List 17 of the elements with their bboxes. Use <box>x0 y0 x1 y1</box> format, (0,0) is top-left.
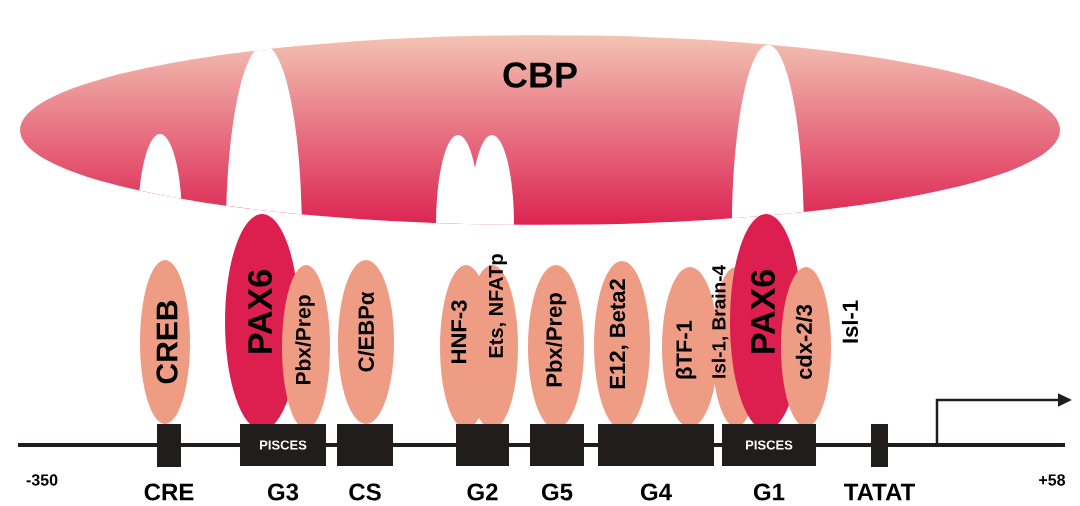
site-label: CS <box>349 483 381 501</box>
element-box: PISCES <box>240 424 326 466</box>
node-label: CBP <box>503 62 577 88</box>
node-label: HNF-3 <box>451 300 467 363</box>
factor-label: Isl-1 <box>841 300 859 343</box>
element-box: PISCES <box>722 424 816 466</box>
site-label: G2 <box>467 483 498 501</box>
node-label: βTF-1 <box>675 320 697 379</box>
site-label: G4 <box>641 483 672 501</box>
site-label: TATAT <box>844 483 915 501</box>
site-label: G5 <box>542 483 573 501</box>
position-label: -350 <box>26 474 58 486</box>
site-label: G1 <box>754 483 785 501</box>
position-label: +58 <box>1039 474 1066 486</box>
site-label: G3 <box>268 483 299 501</box>
node-label: Ets, NFATp <box>489 254 507 358</box>
site-label: CRE <box>144 483 194 501</box>
